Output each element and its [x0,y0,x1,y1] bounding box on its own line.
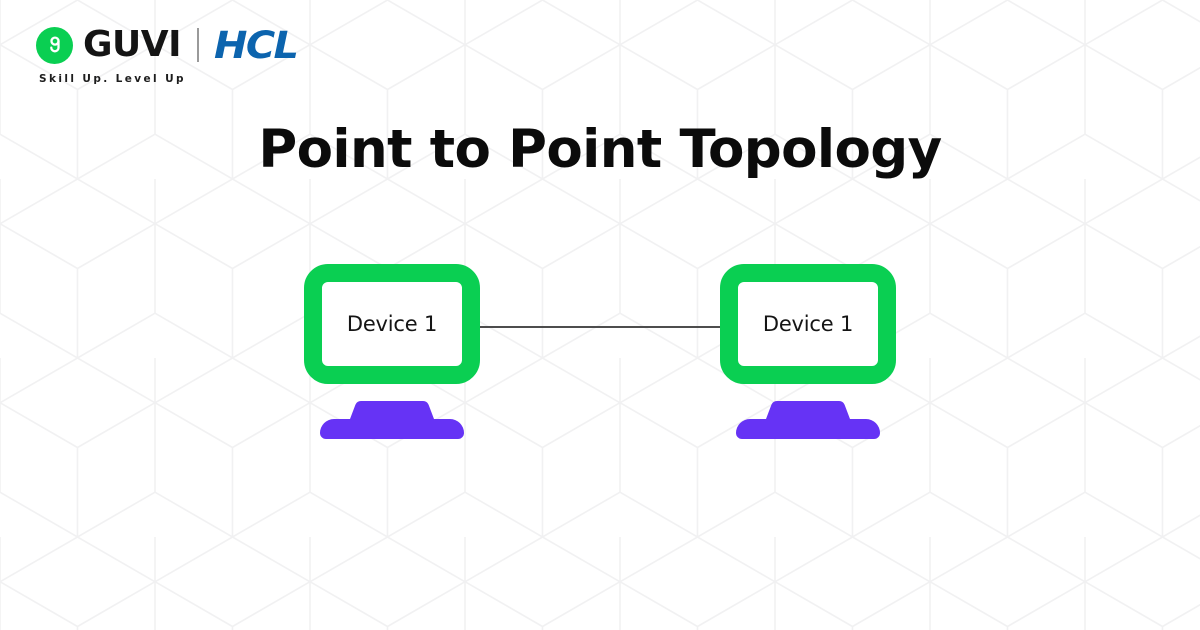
guvi-g-mark-icon [36,26,73,64]
device-label-2: Device 1 [762,312,854,336]
brand-logo-row: GUVI HCL [36,24,299,66]
guvi-wordmark: GUVI [83,24,182,65]
device-label-1: Device 1 [346,312,438,336]
brand-divider [197,28,200,62]
device-stand-1 [304,401,480,439]
device-stand-2 [720,401,896,439]
device-node-2: Device 1 [720,264,896,439]
point-to-point-link [480,326,720,328]
brand-tagline: Skill Up. Level Up [39,73,186,85]
hcl-wordmark: HCL [214,23,299,67]
brand-bar: GUVI HCL Skill Up. Level Up [36,24,299,85]
device-node-1: Device 1 [304,264,480,439]
page-title: Point to Point Topology [258,119,942,180]
device-monitor-frame-1: Device 1 [304,264,480,384]
device-monitor-frame-2: Device 1 [720,264,896,384]
